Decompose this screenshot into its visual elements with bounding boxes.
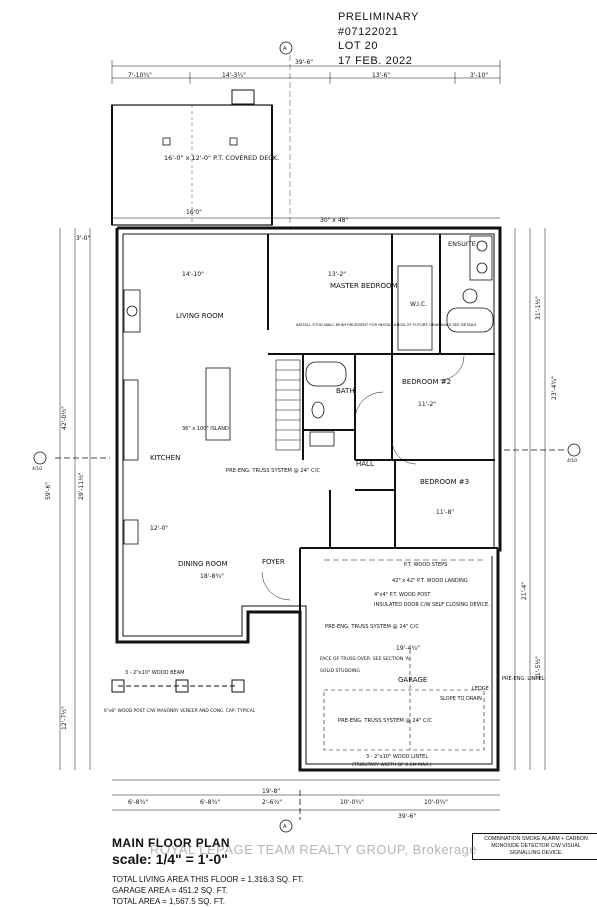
dim-left-c: 12'-7½": [61, 706, 68, 730]
section-mark-top: A: [283, 46, 287, 52]
dim-right-a: 31'-1½": [535, 296, 542, 320]
note-slope: SLOPE TO DRAIN: [440, 696, 482, 702]
note-post: 4"x4" P.T. WOOD POST: [374, 592, 431, 598]
note-post-masonry: 6"x6" WOOD POST C/W MASONRY VENEER AND C…: [104, 708, 256, 714]
stamp-date: 17 FEB. 2022: [338, 54, 413, 67]
total-living-area: TOTAL LIVING AREA THIS FLOOR = 1,316.3 S…: [112, 875, 304, 884]
section-mark-bottom: A: [283, 824, 287, 830]
stairs: [275, 359, 301, 451]
room-kitchen: KITCHEN: [150, 454, 180, 462]
dim-bottom-f: 19'-8": [262, 788, 280, 795]
room-garage: GARAGE: [398, 676, 427, 684]
kitchen-island: 36" x 100" ISLAND: [182, 426, 229, 432]
brokerage-watermark: ROYAL LEPAGE TEAM REALTY GROUP, Brokerag…: [150, 842, 478, 857]
dim-dining-width: 18'-8¾": [200, 573, 224, 580]
note-lintel: 3 - 2"x10" WOOD LINTEL: [366, 754, 428, 760]
note-face-truss: FACE OF TRUSS OVER. SEE SECTION 'A'.: [320, 656, 412, 662]
note-grab-bars: INSTALL STUD WALL REINFORCEMENT FOR INST…: [296, 322, 477, 327]
detector-note: COMBINATION SMOKE ALARM + CARBON MONOXID…: [472, 833, 597, 860]
covered-deck: [111, 89, 273, 226]
posts: [111, 679, 245, 693]
interior-walls: [267, 234, 498, 612]
fixtures: [123, 235, 494, 545]
note-landing: 42" x 42" P.T. WOOD LANDING: [392, 578, 468, 584]
dim-bottom-b: 6'-8¾": [200, 799, 220, 806]
dimension-lines: [59, 228, 546, 811]
dim-bed3-width: 11'-8": [436, 509, 454, 516]
note-truss-garage: PRE-ENG. TRUSS SYSTEM @ 24" C/C: [338, 718, 432, 724]
dim-top-b: 14'-3¼": [222, 72, 246, 79]
note-truss-top: PRE-ENG. TRUSS SYSTEM @ 24" C/C: [226, 468, 320, 474]
note-lintel-right: PRE-ENG. LINTEL: [502, 676, 545, 682]
dim-row2-a: 3'-0": [76, 235, 90, 242]
exterior-walls: [115, 226, 502, 772]
note-door: INSULATED DOOR C/W SELF CLOSING DEVICE.: [374, 602, 490, 608]
dim-left-a: 42'-0½": [61, 406, 68, 430]
section-mark-left-sheet: 4/10: [32, 466, 42, 472]
area-summary: TOTAL LIVING AREA THIS FLOOR = 1,316.3 S…: [112, 874, 304, 907]
dim-garage-height: 21'-4": [521, 582, 528, 600]
room-dining: DINING ROOM: [178, 560, 228, 568]
dim-top-a: 7'-10¾": [128, 72, 152, 79]
plan-scale: scale: 1/4" = 1'-0": [112, 851, 228, 867]
room-bedroom-3: BEDROOM #3: [420, 478, 469, 486]
room-foyer: FOYER: [262, 558, 285, 566]
dim-right-b: 23'-4¾": [551, 376, 558, 400]
room-bath: BATH: [336, 387, 355, 395]
plan-title: MAIN FLOOR PLAN: [112, 836, 230, 850]
note-truss-mid: PRE-ENG. TRUSS SYSTEM @ 24" C/C: [325, 624, 419, 630]
room-living: LIVING ROOM: [176, 312, 224, 320]
note-beam: 3 - 2"x10" WOOD BEAM: [125, 670, 184, 676]
room-master: MASTER BEDROOM: [330, 282, 398, 290]
dim-top-c: 13'-6": [372, 72, 390, 79]
dim-living-width: 14'-10": [182, 271, 204, 278]
dim-right-c: 11'-5½": [535, 656, 542, 680]
door-swings: [261, 355, 465, 601]
dim-master-width: 13'-2": [328, 271, 346, 278]
room-ensuite: ENSUITE: [448, 240, 476, 248]
stamp-status: PRELIMINARY: [338, 11, 419, 23]
garage-slab: [323, 559, 485, 751]
dim-bottom-a: 6'-8¾": [128, 799, 148, 806]
dim-bed2-width: 11'-2": [418, 401, 436, 408]
dim-left-overall: 59'-6": [45, 482, 52, 500]
dim-bottom-d: 10'-0¾": [340, 799, 364, 806]
room-hall: HALL: [356, 460, 374, 468]
garage-area: GARAGE AREA = 451.2 SQ. FT.: [112, 886, 228, 895]
note-ledge: LEDGE: [472, 686, 489, 692]
room-bedroom-2: BEDROOM #2: [402, 378, 451, 386]
note-steps: P.T. WOOD STEPS: [404, 562, 447, 568]
note-solid: SOLID STUDDING: [320, 668, 360, 674]
dim-bottom-e: 10'-0¾": [424, 799, 448, 806]
dim-deck-width: 16'0": [186, 209, 202, 216]
stamp-lot: LOT 20: [338, 40, 379, 52]
room-wic: W.I.C.: [410, 301, 427, 308]
top-dimension-lines: [111, 55, 501, 230]
dim-bottom-overall: 39'-6": [398, 813, 416, 820]
preliminary-stamp: PRELIMINARY #07122021 LOT 20 17 FEB. 202…: [338, 10, 419, 68]
section-mark-right-sheet: 4/10: [567, 458, 577, 464]
deck-label: 16'-0" x 12'-0" P.T. COVERED DECK.: [164, 154, 279, 162]
dim-garage-width: 19'-4¾": [396, 645, 420, 652]
dim-top-d: 3'-10": [470, 72, 488, 79]
stamp-job-number: #07122021: [338, 25, 399, 38]
dim-top-overall: 39'-6": [295, 59, 313, 66]
total-area: TOTAL AREA = 1,567.5 SQ. FT.: [112, 897, 226, 906]
dim-row2-b: 30" x 48": [320, 217, 348, 224]
dim-kitchen-h: 12'-0": [150, 525, 168, 532]
note-tributary: (TRIBUTARY WIDTH OF 0.6M MAX.): [352, 762, 432, 768]
dim-bottom-c: 2'-6¾": [262, 799, 282, 806]
dim-left-b: 29'-11½": [78, 472, 85, 500]
section-marks: [33, 41, 581, 833]
